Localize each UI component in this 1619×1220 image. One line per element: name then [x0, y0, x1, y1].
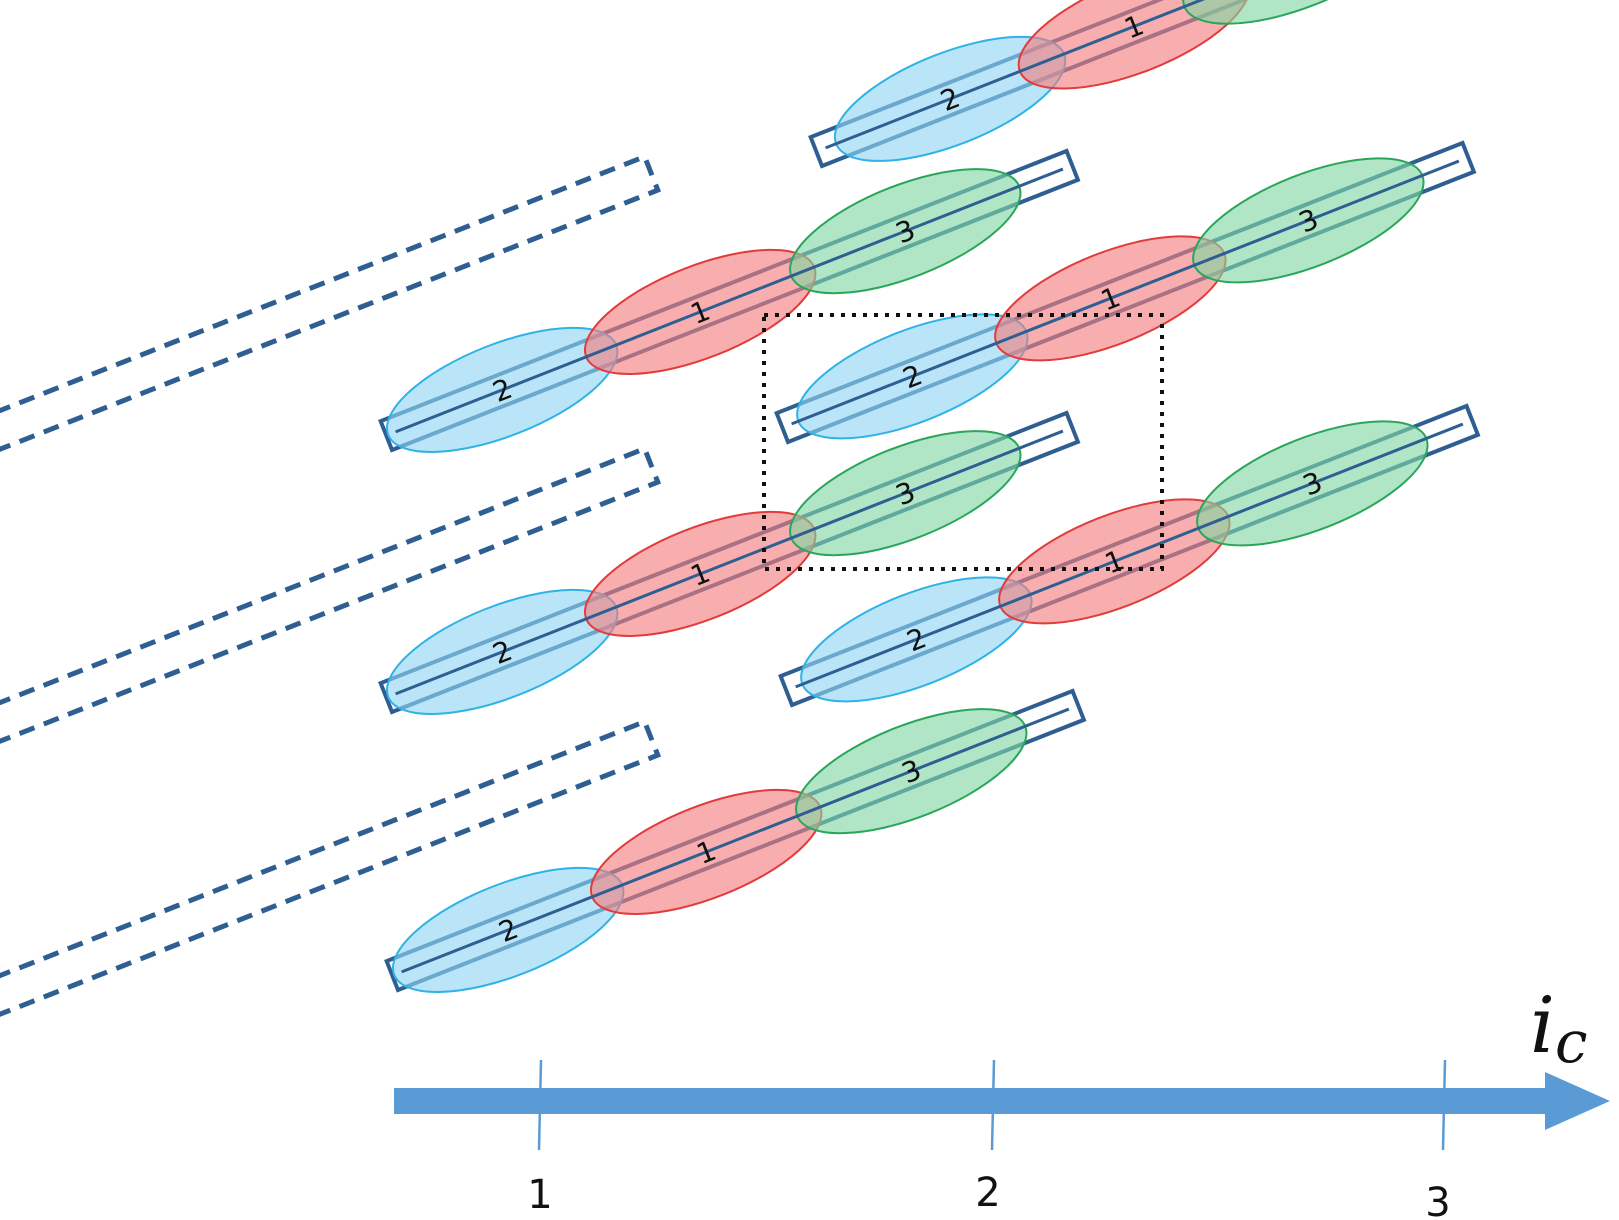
axis-tick-2 [990, 1059, 996, 1151]
chain-spine [401, 707, 1070, 974]
chain-spine [825, 0, 1277, 150]
chain-row1-left: 213 [378, 148, 1081, 453]
axis-tick-3 [1441, 1059, 1447, 1151]
chain-row2-right: 213 [778, 403, 1481, 708]
axis-variable: i [1530, 981, 1555, 1071]
dashed-outline [0, 718, 662, 1034]
axis-arrow [394, 1072, 1610, 1130]
dashed-outline [0, 445, 662, 761]
axis-tick-label-1: 1 [527, 1172, 552, 1218]
axis-tick-label-2: 2 [975, 1170, 1000, 1216]
molecular-chains: 213213213213213213 [378, 0, 1481, 993]
dashed-frame-3 [0, 718, 662, 1034]
chain-spine [791, 159, 1460, 426]
chain-spine [795, 422, 1464, 689]
dashed-outline [0, 153, 662, 469]
axis-subscript: c [1555, 1008, 1587, 1076]
chain-row2-left: 213 [378, 410, 1081, 715]
axis-variable-label: ic [1530, 981, 1587, 1076]
chain-spine [395, 167, 1064, 434]
chain-row3-left: 213 [384, 688, 1087, 993]
dashed-frame-2 [0, 445, 662, 761]
dashed-frame-1 [0, 153, 662, 469]
axis-tick-label-3: 3 [1425, 1180, 1450, 1220]
dashed-frames [0, 153, 662, 1034]
chain-top-partial: 213 [808, 0, 1415, 169]
chain-spine [395, 429, 1064, 696]
unit-cell-box [762, 313, 1164, 571]
axis-tick-1 [537, 1059, 543, 1151]
chain-row1-right: 213 [774, 140, 1477, 445]
ic-axis: 1 2 3 ic [394, 981, 1610, 1220]
